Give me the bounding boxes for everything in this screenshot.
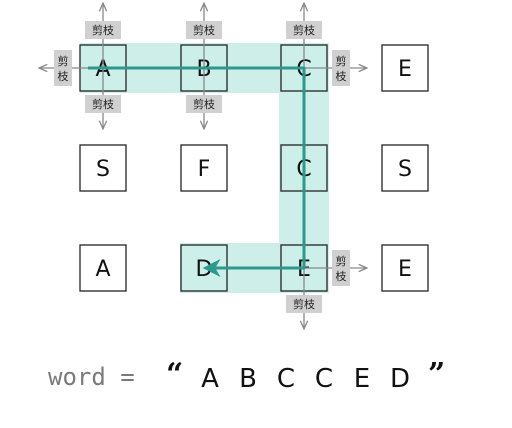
word-letter: C bbox=[315, 364, 333, 394]
word-letter: B bbox=[239, 364, 257, 394]
prune-label-text-bottom: 枝 bbox=[58, 69, 69, 83]
prune-label-text-bottom: 枝 bbox=[336, 69, 347, 83]
prune-label-text: 剪枝 bbox=[92, 23, 114, 37]
grid-cell-letter: E bbox=[398, 57, 412, 82]
grid-cell-letter: S bbox=[398, 157, 412, 182]
grid-cell: E bbox=[381, 244, 429, 292]
grid-cell-box bbox=[381, 244, 429, 292]
prune-label-e-right: 剪枝 bbox=[332, 250, 350, 286]
grid-cell-letter: F bbox=[198, 157, 211, 182]
prune-label-c-top: 剪枝 bbox=[286, 21, 322, 39]
word-letter: C bbox=[277, 364, 295, 394]
search-path-line bbox=[88, 66, 306, 277]
grid-cell-letter: S bbox=[96, 157, 110, 182]
prune-label-a-bottom: 剪枝 bbox=[85, 95, 121, 113]
prune-label-box bbox=[332, 50, 350, 86]
prune-label-box bbox=[186, 21, 222, 39]
prune-label-c-right: 剪枝 bbox=[332, 50, 350, 86]
prune-label-a-top: 剪枝 bbox=[85, 21, 121, 39]
prune-label-box bbox=[332, 250, 350, 286]
prune-label-text: 剪枝 bbox=[193, 97, 215, 111]
word-prefix: word = bbox=[48, 363, 135, 391]
prune-label-box bbox=[286, 21, 322, 39]
grid-cell: S bbox=[381, 144, 429, 192]
grid-cell: S bbox=[79, 144, 127, 192]
close-quote: ” bbox=[428, 357, 445, 392]
prune-label-e-bottom: 剪枝 bbox=[286, 295, 322, 313]
prune-label-text: 剪枝 bbox=[293, 297, 315, 311]
grid-cell: F bbox=[180, 144, 228, 192]
prune-label-a-left: 剪枝 bbox=[54, 50, 72, 86]
word-letter: E bbox=[354, 364, 370, 394]
grid-cell-box bbox=[381, 44, 429, 92]
prune-label-b-bottom: 剪枝 bbox=[186, 95, 222, 113]
grid-cell-letter: A bbox=[95, 257, 110, 282]
grid-cell-box bbox=[79, 244, 127, 292]
prune-label-box bbox=[85, 21, 121, 39]
prune-label-text: 剪枝 bbox=[92, 97, 114, 111]
prune-label-box bbox=[186, 95, 222, 113]
prune-label-text-top: 剪 bbox=[336, 54, 347, 68]
prune-label-b-top: 剪枝 bbox=[186, 21, 222, 39]
word-letter: D bbox=[390, 364, 410, 394]
prune-label-text-bottom: 枝 bbox=[336, 269, 347, 283]
prune-label-text: 剪枝 bbox=[193, 23, 215, 37]
prune-label-box bbox=[54, 50, 72, 86]
grid-cell: E bbox=[381, 44, 429, 92]
prune-label-text: 剪枝 bbox=[293, 23, 315, 37]
grid-cell: A bbox=[79, 244, 127, 292]
prune-label-text-top: 剪 bbox=[336, 254, 347, 268]
grid-cell-letter: E bbox=[398, 257, 412, 282]
prune-label-box bbox=[286, 295, 322, 313]
grid-cell-box bbox=[381, 144, 429, 192]
prune-label-box bbox=[85, 95, 121, 113]
grid-cell-box bbox=[79, 144, 127, 192]
word-letter: A bbox=[201, 364, 219, 394]
grid-cell-box bbox=[180, 144, 228, 192]
open-quote: “ bbox=[166, 357, 183, 392]
path-polyline bbox=[88, 66, 306, 277]
prune-label-text-top: 剪 bbox=[58, 54, 69, 68]
